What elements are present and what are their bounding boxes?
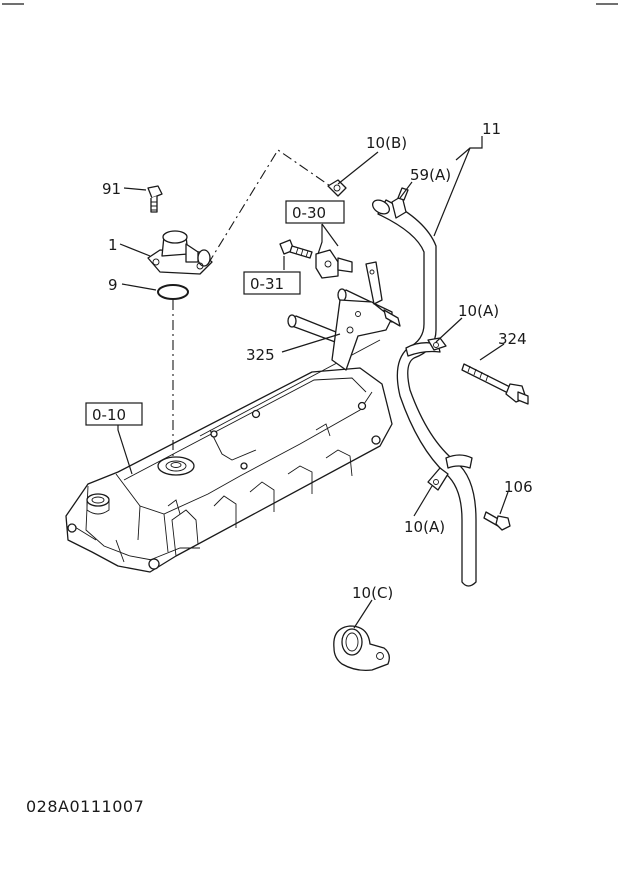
label-10a-lower: 10(A) [404,518,445,536]
label-91: 91 [102,180,121,198]
centerline-hose [207,149,337,265]
label-325: 325 [246,346,275,364]
label-59a: 59(A) [410,166,451,184]
o-ring [157,284,189,300]
bolt-106 [483,511,511,531]
clip-10a-upper [427,337,447,351]
clip-10c [333,625,390,672]
label-9: 9 [108,276,118,294]
label-11: 11 [482,120,501,138]
clip-10a-lower [427,467,449,491]
label-030: 0-30 [292,204,326,222]
clamp-assembly-030 [315,249,353,279]
bracket-325 [287,261,401,371]
box-031 [243,271,301,295]
bolt-91 [147,185,163,213]
label-010: 0-10 [92,406,126,424]
leader-lines [117,136,509,629]
bolt-324 [461,363,529,405]
label-10a-upper: 10(A) [458,302,499,320]
label-324: 324 [498,330,527,348]
box-010 [85,402,143,426]
valve-cover [65,339,393,573]
label-106: 106 [504,478,533,496]
label-10c: 10(C) [352,584,393,602]
clip-10b [327,179,347,197]
label-10b: 10(B) [366,134,407,152]
label-1: 1 [108,236,118,254]
breather-body [147,230,213,275]
label-031: 0-31 [250,275,284,293]
bolt-031 [279,239,313,259]
box-030 [285,200,345,224]
drawing-code: 028A0111007 [26,797,144,816]
